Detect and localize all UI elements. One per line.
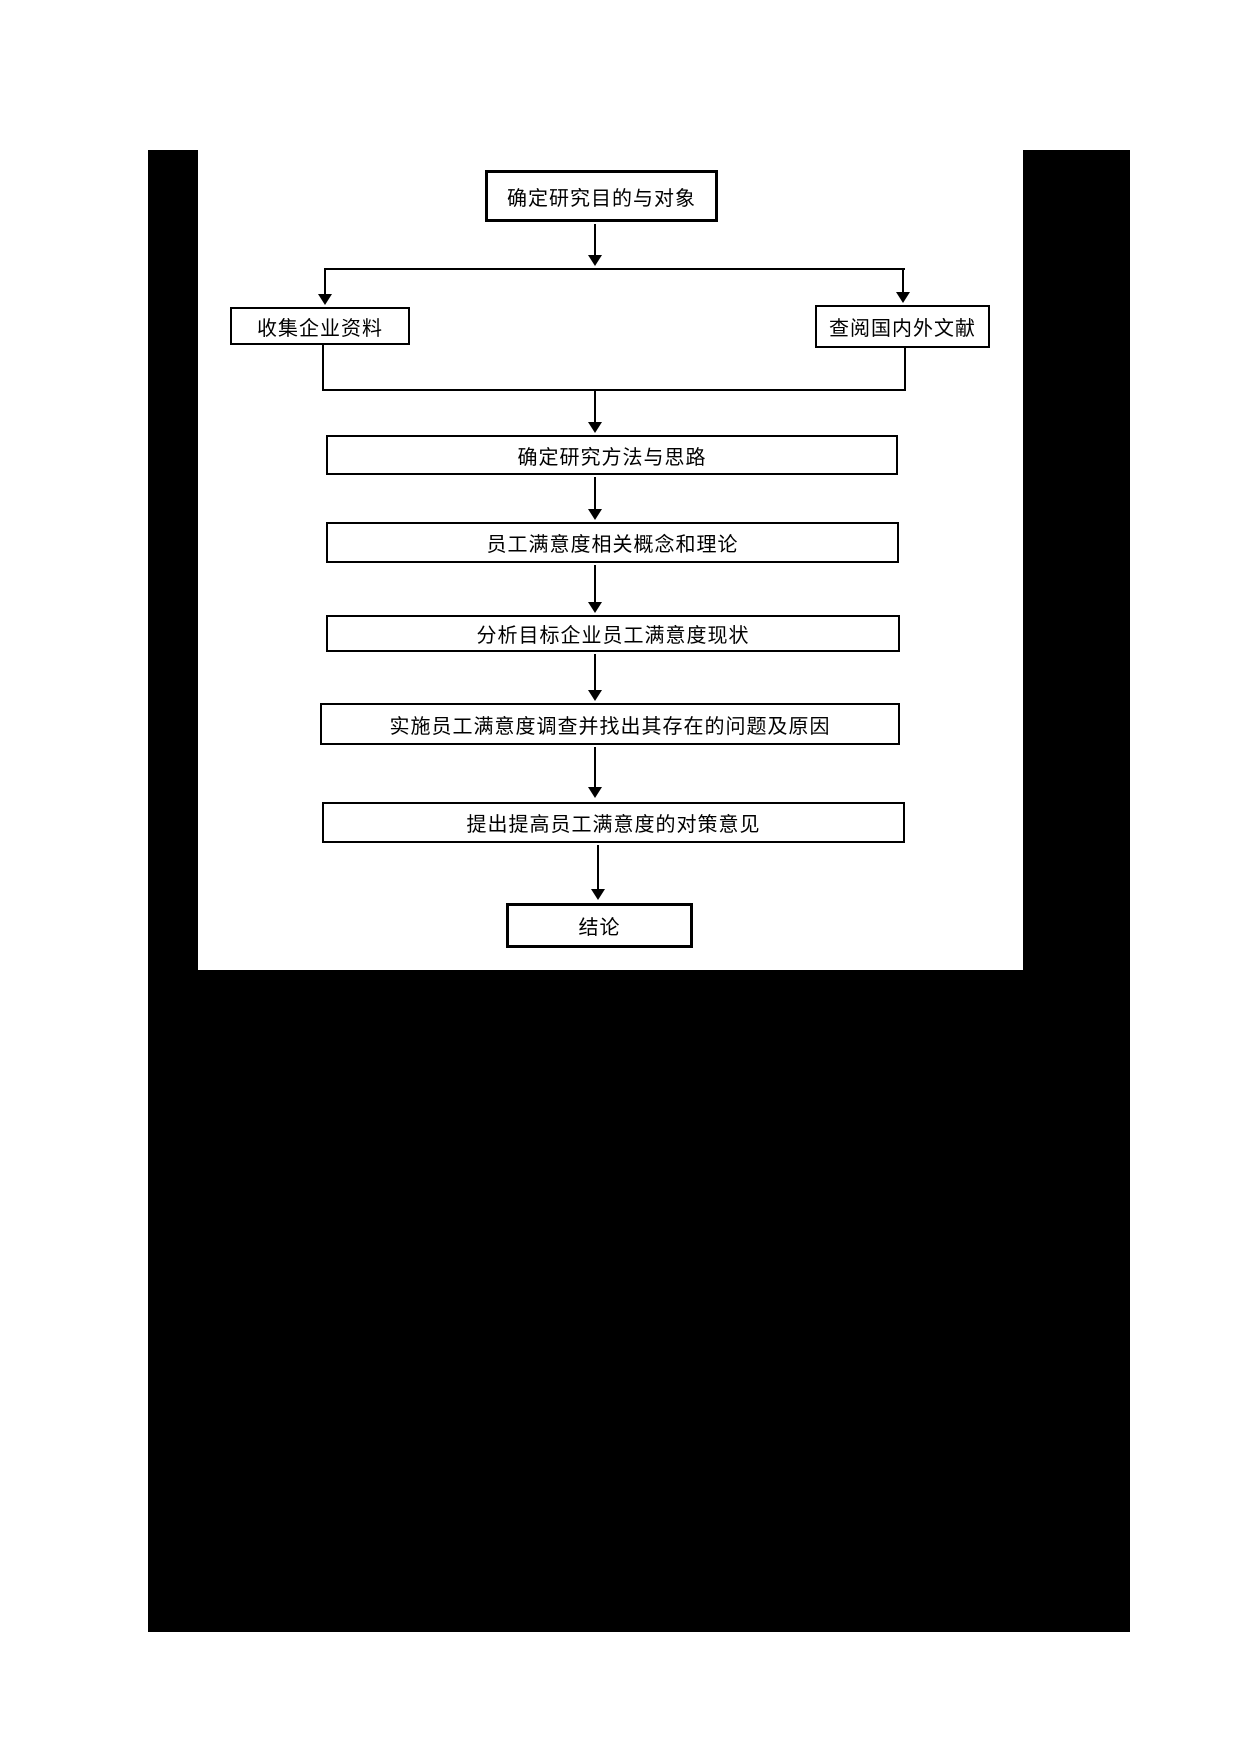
arrow-head bbox=[588, 422, 602, 433]
flow-node-step-7: 提出提高员工满意度的对策意见 bbox=[322, 802, 905, 843]
flow-node-step-5: 分析目标企业员工满意度现状 bbox=[326, 615, 900, 652]
arrow-down-icon bbox=[588, 477, 602, 520]
arrow-head bbox=[591, 889, 605, 900]
fork-connector-line bbox=[325, 268, 905, 270]
arrow-shaft bbox=[324, 268, 326, 296]
arrow-shaft bbox=[597, 845, 599, 891]
arrow-head bbox=[588, 602, 602, 613]
arrow-down-icon bbox=[588, 747, 602, 798]
arrow-head bbox=[588, 690, 602, 701]
arrow-shaft bbox=[594, 654, 596, 692]
flow-node-step-2a: 收集企业资料 bbox=[230, 307, 410, 345]
arrow-down-icon bbox=[588, 565, 602, 613]
arrow-down-icon bbox=[588, 224, 602, 266]
join-connector-right bbox=[904, 348, 906, 391]
arrow-head bbox=[896, 292, 910, 303]
arrow-down-icon bbox=[896, 270, 910, 303]
flow-node-step-8: 结论 bbox=[506, 903, 693, 948]
join-connector-left bbox=[322, 345, 324, 391]
arrow-down-icon bbox=[588, 654, 602, 701]
arrow-shaft bbox=[594, 477, 596, 511]
flow-node-step-2b: 查阅国内外文献 bbox=[815, 305, 990, 348]
arrow-shaft bbox=[594, 224, 596, 257]
arrow-down-icon bbox=[588, 391, 602, 433]
arrow-shaft bbox=[594, 565, 596, 604]
flow-node-step-4: 员工满意度相关概念和理论 bbox=[326, 522, 899, 563]
arrow-head bbox=[318, 294, 332, 305]
arrow-shaft bbox=[902, 270, 904, 294]
arrow-head bbox=[588, 255, 602, 266]
arrow-shaft bbox=[594, 391, 596, 424]
arrow-head bbox=[588, 509, 602, 520]
flow-node-step-6: 实施员工满意度调查并找出其存在的问题及原因 bbox=[320, 703, 900, 745]
arrow-head bbox=[588, 787, 602, 798]
join-connector-line bbox=[322, 389, 906, 391]
flow-node-step-1: 确定研究目的与对象 bbox=[485, 170, 718, 222]
flow-node-step-3: 确定研究方法与思路 bbox=[326, 435, 898, 475]
arrow-down-icon bbox=[591, 845, 605, 900]
arrow-down-icon bbox=[318, 268, 332, 305]
arrow-shaft bbox=[594, 747, 596, 789]
